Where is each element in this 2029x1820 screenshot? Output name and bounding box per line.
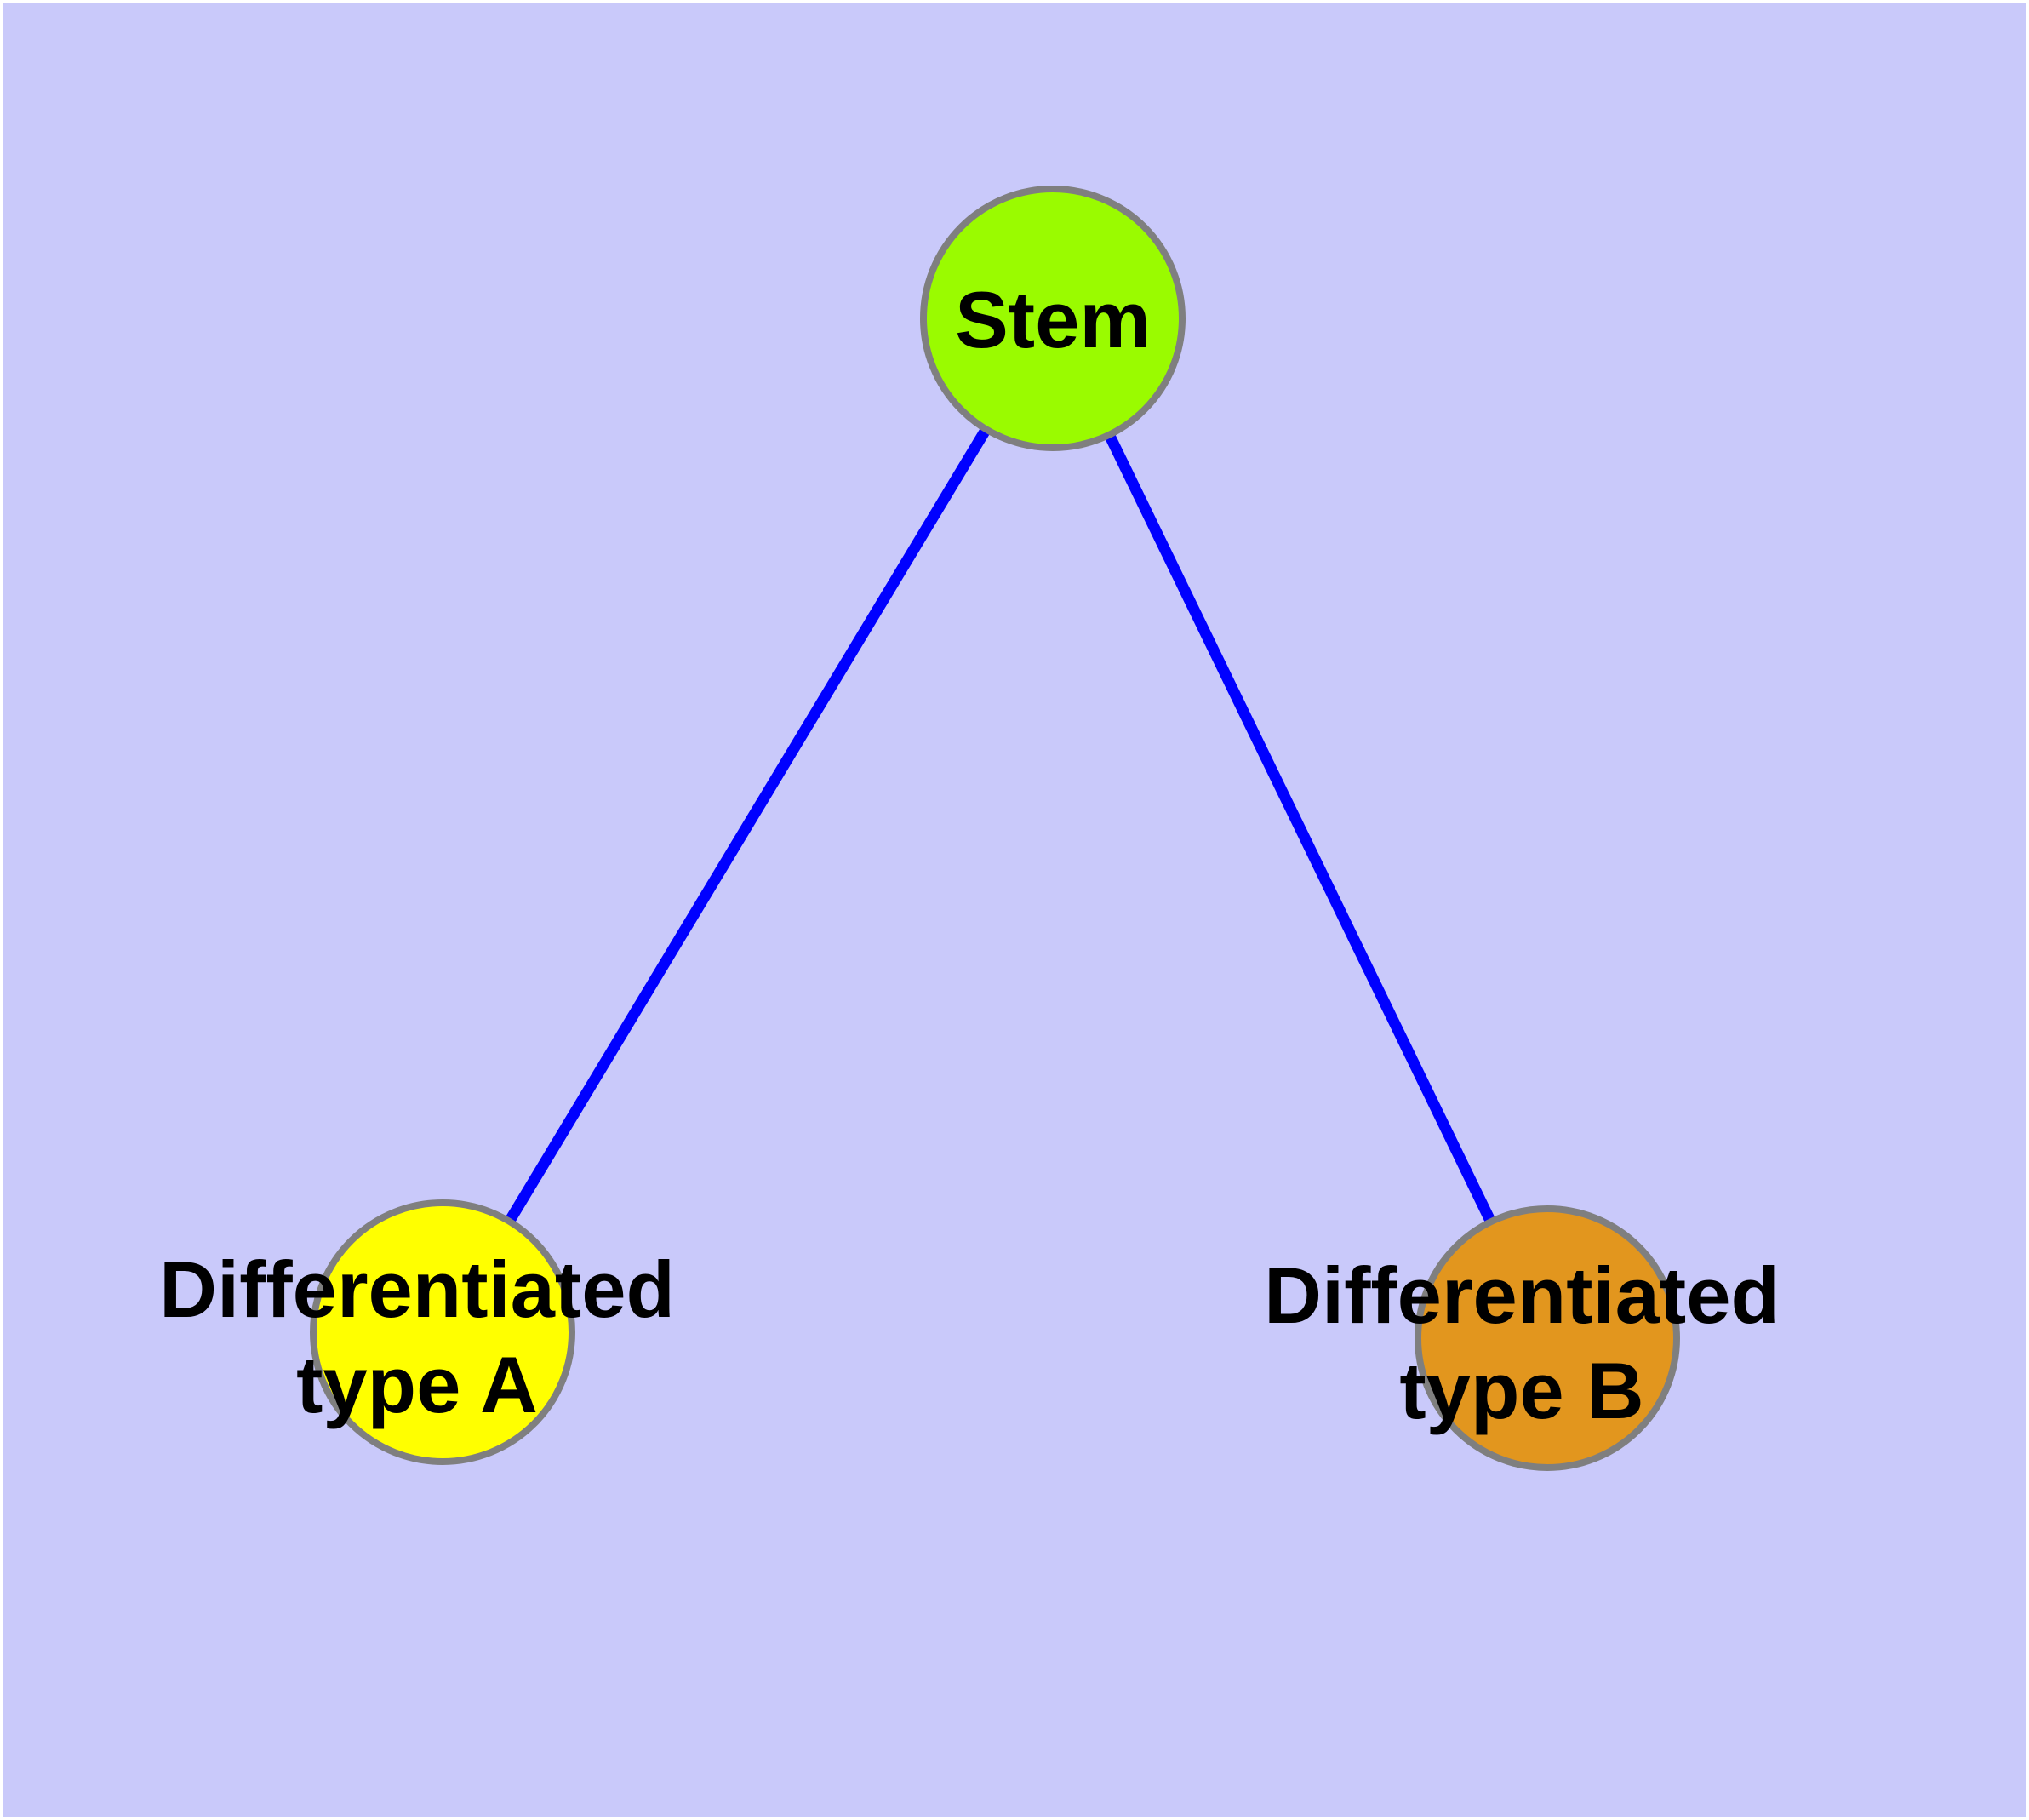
node-type-b[interactable] xyxy=(1415,1205,1680,1471)
node-stem[interactable] xyxy=(920,186,1186,451)
edge-stem-to-type-a[interactable] xyxy=(437,315,1058,1336)
node-type-a[interactable] xyxy=(310,1199,575,1465)
edge-stem-to-type-b[interactable] xyxy=(1048,316,1552,1341)
